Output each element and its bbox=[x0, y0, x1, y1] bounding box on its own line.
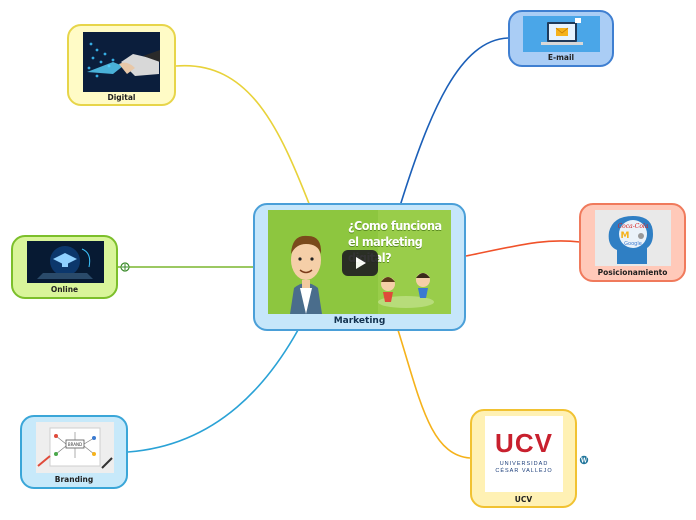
node-label-email: E-mail bbox=[547, 53, 575, 62]
graduation-cap-laptop-image bbox=[27, 241, 104, 283]
play-icon bbox=[356, 257, 366, 269]
node-label-posicionamiento: Posicionamiento bbox=[597, 268, 668, 277]
link-icon[interactable] bbox=[120, 262, 130, 272]
video-thumbnail[interactable]: ¿Como funciona el marketing digital? bbox=[268, 210, 451, 314]
svg-text:Google: Google bbox=[624, 241, 642, 247]
email-laptop-image bbox=[523, 16, 600, 52]
connector-digital bbox=[175, 64, 311, 207]
ucv-logo-text: UCV bbox=[495, 428, 553, 458]
node-email[interactable]: E-mail bbox=[508, 10, 614, 67]
handshake-circuit-image bbox=[83, 32, 160, 92]
svg-text:W: W bbox=[580, 457, 588, 464]
node-posicionamiento[interactable]: Coca-Cola M Google Posicionamiento bbox=[579, 203, 686, 282]
node-branding[interactable]: BRAND Branding bbox=[20, 415, 128, 489]
node-ucv[interactable]: UCV UNIVERSIDAD CÉSAR VALLEJO UCV bbox=[470, 409, 577, 508]
central-label: Marketing bbox=[333, 316, 386, 326]
central-node-marketing[interactable]: ¿Como funciona el marketing digital? Mar… bbox=[253, 203, 466, 331]
connector-posicionamiento bbox=[465, 240, 581, 257]
connector-email bbox=[399, 37, 509, 207]
node-digital[interactable]: Digital bbox=[67, 24, 176, 106]
ucv-logo-sub1: UNIVERSIDAD bbox=[499, 461, 549, 467]
node-online[interactable]: Online bbox=[11, 235, 118, 299]
cartoon-marketer-image bbox=[268, 210, 451, 314]
wordpress-icon[interactable]: W bbox=[579, 455, 589, 465]
node-label-branding: Branding bbox=[54, 475, 94, 484]
connector-branding bbox=[127, 329, 299, 453]
svg-text:BRAND: BRAND bbox=[68, 442, 82, 447]
ucv-logo-sub2: CÉSAR VALLEJO bbox=[495, 468, 553, 474]
brand-head-image: Coca-Cola M Google bbox=[595, 210, 671, 266]
svg-text:M: M bbox=[621, 231, 630, 241]
node-label-digital: Digital bbox=[107, 93, 136, 102]
brand-sketch-image: BRAND bbox=[36, 422, 114, 473]
svg-text:Coca-Cola: Coca-Cola bbox=[618, 223, 649, 230]
node-label-online: Online bbox=[50, 285, 79, 294]
node-label-ucv: UCV bbox=[514, 495, 533, 504]
connector-ucv bbox=[397, 329, 471, 459]
play-button[interactable] bbox=[342, 250, 378, 276]
ucv-logo-image: UCV UNIVERSIDAD CÉSAR VALLEJO bbox=[485, 416, 563, 492]
